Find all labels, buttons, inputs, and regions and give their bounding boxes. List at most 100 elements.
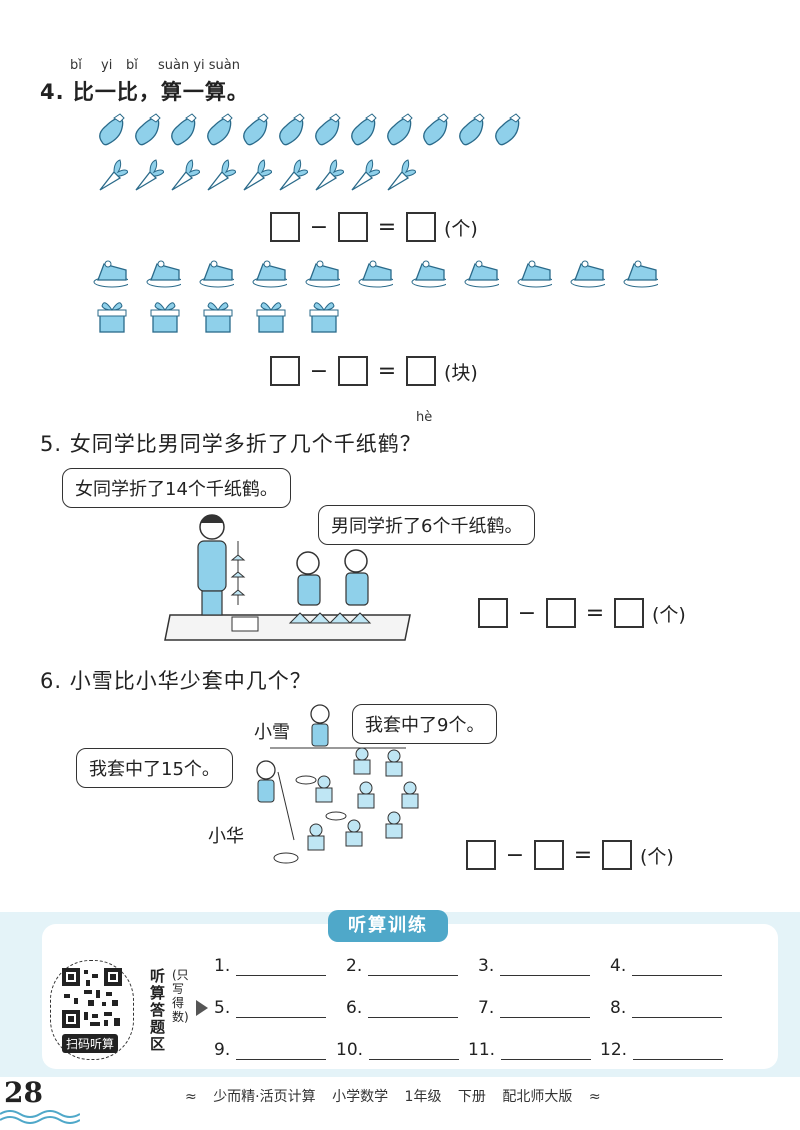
cake-icon	[199, 260, 234, 288]
carrot-icon	[279, 159, 308, 191]
speech-bubble-boy: 男同学折了6个千纸鹤。	[318, 505, 536, 545]
pinyin-he: hè	[416, 410, 433, 425]
equation-4b: − = (块)	[270, 356, 478, 386]
gift-box-icon	[256, 302, 286, 333]
pinyin-yi: yi	[101, 58, 113, 73]
answer-box[interactable]	[602, 840, 632, 870]
answer-box[interactable]	[406, 356, 436, 386]
wave-decoration	[0, 1110, 80, 1124]
footer-edition: 配北师大版	[502, 1089, 573, 1105]
gift-box-row	[92, 296, 357, 334]
equation-5: − = (个)	[478, 598, 686, 628]
carrot-icon	[135, 159, 164, 191]
equals-sign: =	[585, 600, 605, 626]
cake-icon	[464, 260, 499, 288]
unit-label: (个)	[640, 845, 674, 868]
minus-sign: −	[505, 842, 525, 868]
cake-icon	[570, 260, 605, 288]
carrot-row	[92, 156, 416, 194]
qr-code-icon[interactable]	[62, 968, 122, 1028]
unit-label: (块)	[444, 361, 478, 384]
carrot-icon	[315, 159, 344, 191]
answer-box[interactable]	[270, 356, 300, 386]
gift-box-icon	[97, 302, 127, 333]
eggplant-icon	[459, 113, 485, 146]
question-4-title: 4. 比一比，算一算。	[40, 80, 249, 104]
answer-box[interactable]	[338, 356, 368, 386]
cake-icon	[623, 260, 658, 288]
eggplant-icon	[135, 113, 161, 146]
answer-item-9: 9.	[214, 1040, 327, 1060]
page-number: 28	[4, 1076, 43, 1109]
cake-icon	[252, 260, 287, 288]
eggplant-icon	[99, 113, 125, 146]
cake-row	[92, 252, 675, 290]
answer-item-5: 5.	[214, 998, 327, 1018]
listening-panel	[42, 924, 778, 1069]
cake-icon	[146, 260, 181, 288]
answer-item-8: 8.	[610, 998, 723, 1018]
equals-sign: =	[377, 358, 397, 384]
eggplant-icon	[351, 113, 377, 146]
answer-box[interactable]	[478, 598, 508, 628]
eggplant-row	[92, 112, 524, 150]
carrot-icon	[243, 159, 272, 191]
unit-label: (个)	[444, 217, 478, 240]
label-xiaoxue: 小雪	[254, 722, 290, 743]
eggplant-icon	[387, 113, 413, 146]
answer-box[interactable]	[406, 212, 436, 242]
listening-tag: 听算训练	[328, 910, 448, 942]
cake-icon	[517, 260, 552, 288]
minus-sign: −	[309, 214, 329, 240]
cake-icon	[358, 260, 393, 288]
answer-box[interactable]	[546, 598, 576, 628]
question-5-title: 5. 女同学比男同学多折了几个千纸鹤？	[40, 432, 422, 456]
carrot-icon	[207, 159, 236, 191]
speech-bubble-xiaohua: 我套中了15个。	[76, 748, 233, 788]
gift-box-icon	[150, 302, 180, 333]
speech-bubble-girl: 女同学折了14个千纸鹤。	[62, 468, 291, 508]
wave-right-icon: ≈	[588, 1089, 601, 1105]
question-6-title: 6. 小雪比小华少套中几个？	[40, 669, 312, 693]
listening-side-label: 听算答题区	[150, 967, 166, 1053]
answer-box[interactable]	[614, 598, 644, 628]
answer-box[interactable]	[270, 212, 300, 242]
equals-sign: =	[377, 214, 397, 240]
label-xiaohua: 小华	[208, 826, 244, 847]
cake-icon	[305, 260, 340, 288]
footer-volume: 下册	[457, 1089, 486, 1105]
eggplant-icon	[207, 113, 233, 146]
answer-item-11: 11.	[468, 1040, 592, 1060]
answer-item-12: 12.	[600, 1040, 724, 1060]
children-folding-cranes-illustration	[164, 514, 411, 641]
answer-item-10: 10.	[336, 1040, 460, 1060]
answer-box[interactable]	[466, 840, 496, 870]
minus-sign: −	[517, 600, 537, 626]
answer-box[interactable]	[338, 212, 368, 242]
wave-left-icon: ≈	[185, 1089, 197, 1105]
answer-item-2: 2.	[346, 956, 459, 976]
answer-item-6: 6.	[346, 998, 459, 1018]
speech-bubble-xiaoxue: 我套中了9个。	[352, 704, 498, 744]
unit-label: (个)	[652, 603, 686, 626]
carrot-icon	[171, 159, 200, 191]
ring-toss-illustration	[256, 704, 419, 864]
pinyin-bi-2: bǐ	[126, 58, 138, 73]
gift-box-icon	[203, 302, 233, 333]
cake-icon	[93, 260, 128, 288]
arrow-right-icon	[196, 1000, 208, 1016]
equation-4a: − = (个)	[270, 212, 478, 242]
minus-sign: −	[309, 358, 329, 384]
answer-box[interactable]	[534, 840, 564, 870]
footer-book: 少而精·活页计算	[213, 1089, 316, 1105]
footer-bar: ≈ 少而精·活页计算 小学数学 1年级 下册 配北师大版 ≈	[185, 1086, 613, 1106]
eggplant-icon	[315, 113, 341, 146]
eggplant-icon	[495, 113, 521, 146]
eggplant-icon	[423, 113, 449, 146]
cake-icon	[411, 260, 446, 288]
listening-side-note: (只写得数)	[172, 968, 189, 1024]
gift-box-icon	[309, 302, 339, 333]
pinyin-suan: suàn yi suàn	[158, 58, 241, 73]
eggplant-icon	[279, 113, 305, 146]
answer-item-4: 4.	[610, 956, 723, 976]
